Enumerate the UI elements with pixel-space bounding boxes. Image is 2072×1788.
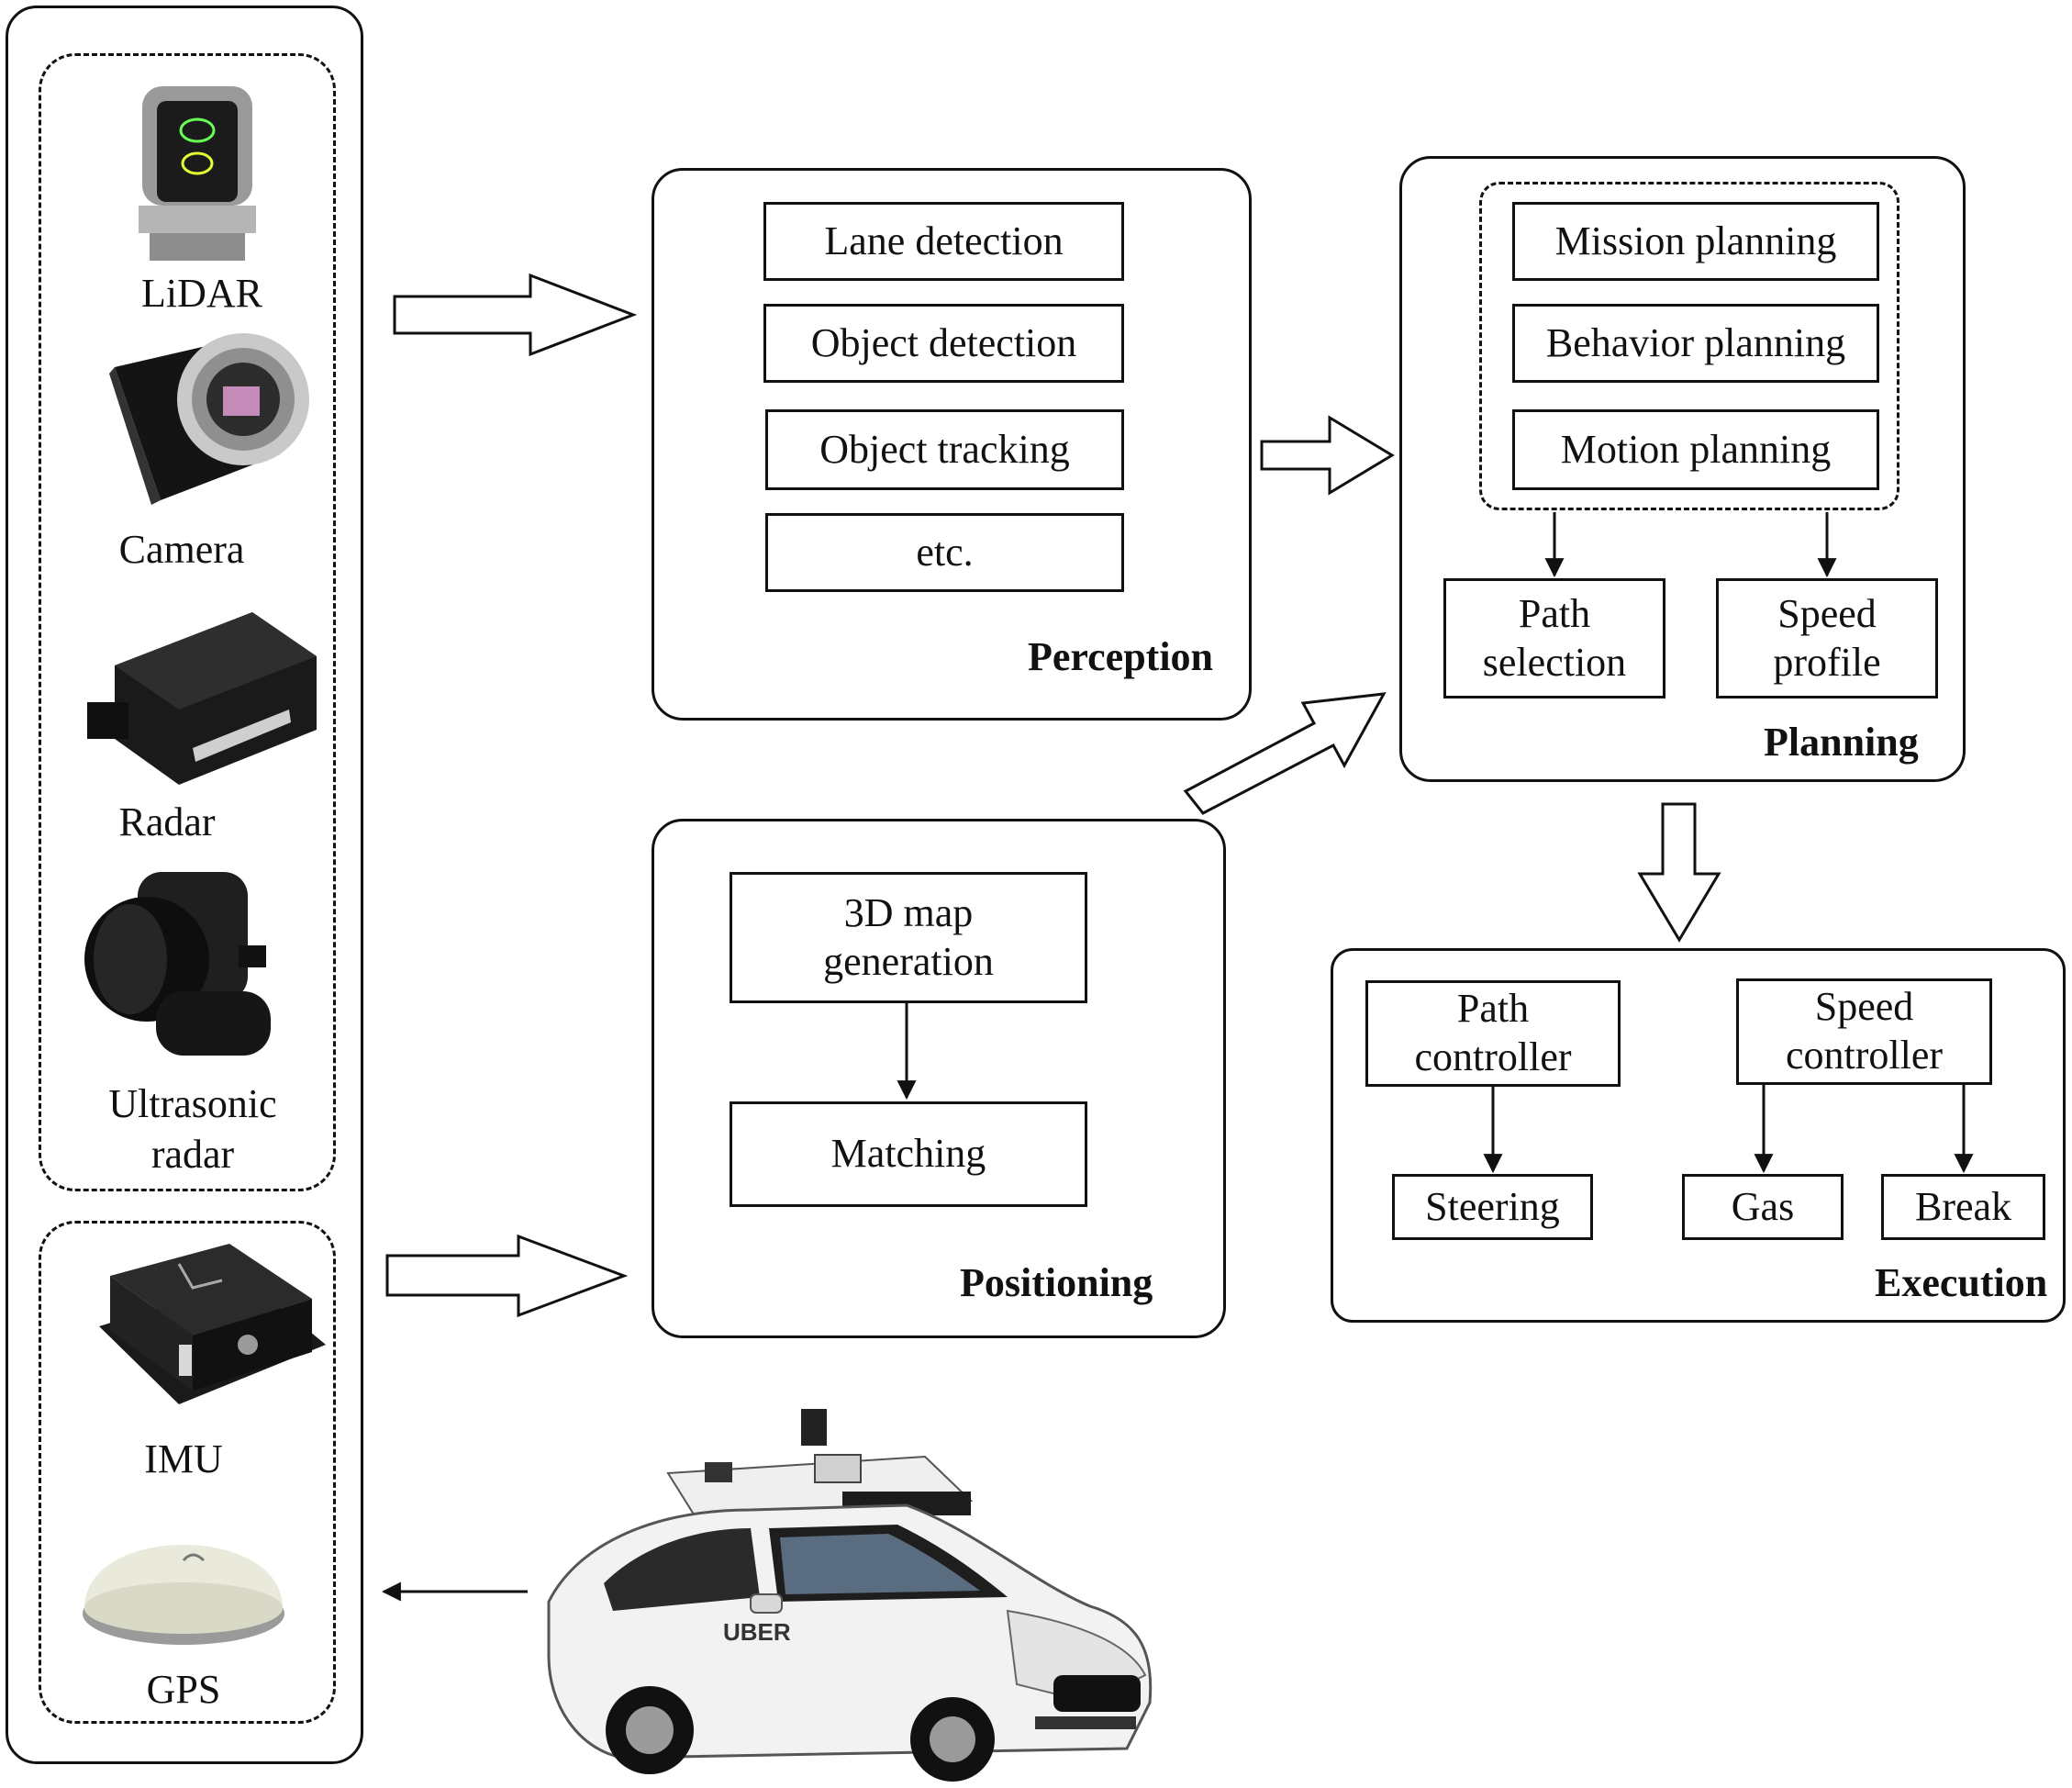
uber-logo-text: UBER <box>723 1618 791 1646</box>
behavior-planning-box: Behavior planning <box>1512 304 1879 383</box>
planning-title: Planning <box>1764 720 1919 765</box>
ultrasonic-radar-image <box>84 872 271 1056</box>
radar-label: Radar <box>118 799 216 844</box>
camera-image <box>109 333 309 505</box>
perception-title: Perception <box>1028 634 1214 679</box>
3d-map-generation-box: 3D map generation <box>730 872 1087 1003</box>
environment-sensor-group <box>39 53 336 1191</box>
mission-planning-box: Mission planning <box>1512 202 1879 281</box>
perception-to-planning-arrow <box>1260 415 1395 496</box>
path-selection-box: Path selection <box>1443 578 1665 698</box>
speed-profile-box: Speed profile <box>1716 578 1938 698</box>
motion-planning-box: Motion planning <box>1512 409 1879 490</box>
object-tracking-box: Object tracking <box>765 409 1124 490</box>
gas-box: Gas <box>1682 1174 1844 1240</box>
gps-image <box>83 1545 284 1645</box>
sensors-to-positioning-arrow <box>385 1234 629 1318</box>
imu-label: IMU <box>144 1436 223 1481</box>
execution-title: Execution <box>1875 1260 2048 1305</box>
camera-label: Camera <box>118 527 245 572</box>
lane-detection-box: Lane detection <box>763 202 1124 281</box>
sensors-to-perception-arrow <box>393 273 638 357</box>
planning-to-execution-arrow <box>1637 802 1721 943</box>
gps-label: GPS <box>146 1667 221 1712</box>
localization-sensor-group <box>39 1221 336 1724</box>
matching-box: Matching <box>730 1101 1087 1207</box>
path-controller-box: Path controller <box>1365 980 1621 1087</box>
planning-hierarchy-group <box>1479 182 1899 510</box>
positioning-to-planning-arrow <box>1183 692 1387 815</box>
positioning-title: Positioning <box>960 1260 1153 1305</box>
imu-image <box>99 1244 326 1404</box>
lidar-image <box>139 86 256 261</box>
lidar-label: LiDAR <box>141 271 262 316</box>
object-detection-box: Object detection <box>763 304 1124 383</box>
ultrasonic-radar-label: Ultrasonic radar <box>108 1081 277 1177</box>
steering-box: Steering <box>1392 1174 1593 1240</box>
autonomous-vehicle-image: UBER <box>547 1409 1153 1782</box>
radar-image <box>87 612 317 785</box>
etc-box: etc. <box>765 513 1124 592</box>
break-box: Break <box>1881 1174 2045 1240</box>
speed-controller-box: Speed controller <box>1736 978 1992 1085</box>
